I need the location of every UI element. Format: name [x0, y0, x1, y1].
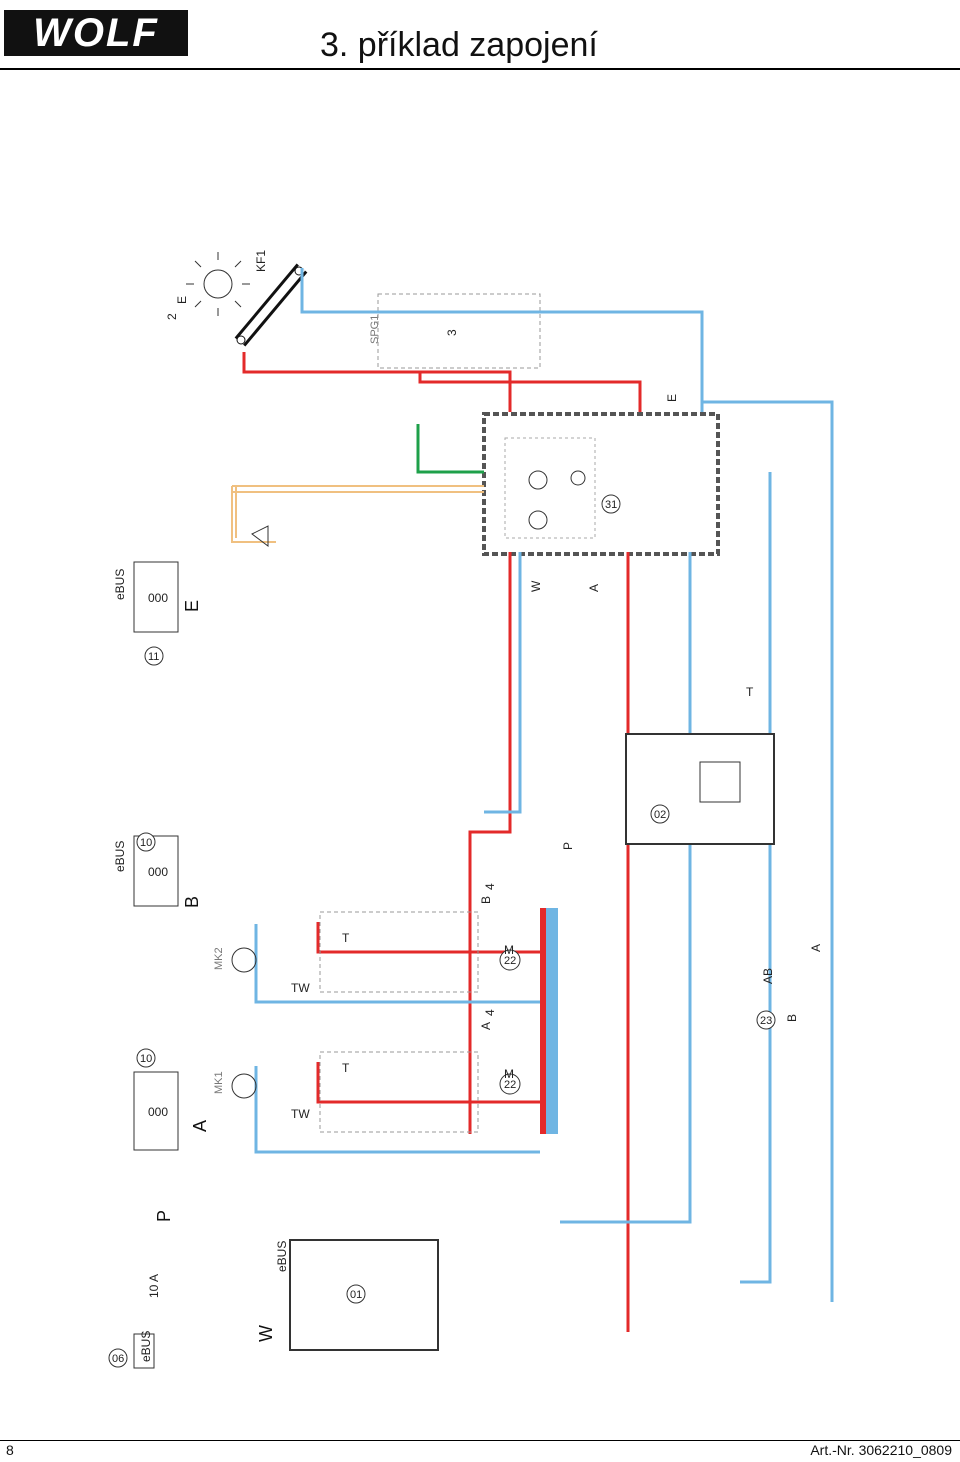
solar-wire-count: 3 — [445, 329, 459, 336]
signal-w-label: W — [256, 1325, 276, 1342]
footer-divider — [0, 1440, 960, 1441]
mixer-2-t-label: T — [342, 931, 350, 945]
module-10-bottom — [133, 1071, 179, 1151]
module-11-ebus-label: eBUS — [113, 569, 127, 600]
module-11-badge — [144, 646, 164, 666]
mixer-1-wire-count: 4 — [483, 1009, 497, 1016]
switch-valve-a-label: A — [809, 944, 823, 952]
mixer-2-motor-label: M — [504, 943, 514, 957]
fuse-label: 10 A — [147, 1274, 161, 1298]
signal-b-label: B — [182, 896, 202, 908]
boiler-badge — [650, 804, 670, 824]
main-red-pipes — [316, 552, 630, 1332]
mixer-1-t-label: T — [342, 1061, 350, 1075]
signal-a-label: A — [190, 1120, 210, 1132]
module-06 — [133, 1333, 155, 1369]
logo-text: WOLF — [33, 10, 159, 55]
signal-p-label: P — [154, 1210, 174, 1222]
module-10-bottom-badge — [136, 1048, 156, 1068]
header-divider — [0, 68, 960, 70]
heater-badge — [346, 1284, 366, 1304]
module-10-top-display: 000 — [148, 865, 168, 879]
solar-station-label: SPG1 — [369, 315, 381, 344]
solar-return-pipes — [300, 268, 834, 1302]
switch-valve-number: 23 — [760, 1015, 772, 1027]
module-11-number: 11 — [148, 651, 159, 663]
collector-e-label: E — [175, 296, 189, 304]
page-title: 3. příklad zapojení — [320, 26, 598, 64]
main-blue-pipes — [254, 472, 772, 1284]
module-10-top-number: 10 — [140, 837, 152, 849]
storage-number: 31 — [605, 499, 617, 511]
boiler-panel — [699, 761, 741, 803]
mixer-1-label: MK1 — [213, 1071, 225, 1094]
mixer-2-tw-label: TW — [291, 981, 310, 995]
module-11-display: 000 — [148, 591, 168, 605]
mixer-1-motor-label: M — [504, 1067, 514, 1081]
storage-e-label: E — [665, 394, 679, 402]
solar-collector — [234, 263, 308, 347]
collector-label: KF1 — [254, 250, 268, 272]
module-06-ebus-label: eBUS — [139, 1331, 153, 1362]
switch-valve-ab-label: AB — [761, 968, 775, 984]
switch-valve-badge — [756, 1010, 776, 1030]
heater-ebus-label: eBUS — [275, 1241, 289, 1272]
mixing-valve-2-number: 22 — [504, 955, 516, 967]
boiler-p-label: P — [561, 842, 575, 850]
mixer-2-wire-count: 4 — [483, 883, 497, 890]
green-pipe — [416, 424, 484, 474]
storage-w-label: W — [529, 580, 543, 592]
page-number: 8 — [6, 1442, 14, 1458]
orange-pipes — [231, 485, 484, 543]
page-header: WOLF 3. příklad zapojení — [0, 0, 960, 72]
mixing-valve-1-number: 22 — [504, 1079, 516, 1091]
heater-number: 01 — [350, 1289, 362, 1301]
mixer-1-pump — [231, 1073, 257, 1099]
module-10-ebus-label: eBUS — [113, 841, 127, 872]
module-06-number: 06 — [112, 1353, 124, 1365]
mixing-valve-1-badge — [499, 1073, 521, 1095]
module-06-badge — [108, 1348, 128, 1368]
storage-tank — [482, 412, 720, 556]
solar-station-box — [377, 293, 541, 369]
wiring-diagram: KF1 SPG1 31 — [108, 250, 834, 1369]
module-10-top-badge — [136, 832, 156, 852]
wolf-logo: WOLF — [4, 10, 188, 56]
mixing-valve-2-badge — [499, 949, 521, 971]
mixer-1-a-label: A — [479, 1022, 493, 1030]
collector-wire-count: 2 — [165, 313, 179, 320]
return-t-label: T — [746, 685, 754, 699]
mixer-circuit-2-box — [319, 911, 479, 993]
storage-badge — [601, 494, 621, 514]
mixer-1-tw-label: TW — [291, 1107, 310, 1121]
switch-valve-b-label: B — [785, 1014, 799, 1022]
lamp-icon — [251, 525, 269, 547]
storage-a-label: A — [587, 584, 601, 592]
sun-icon — [186, 252, 250, 316]
boiler — [625, 733, 775, 845]
manifold-return — [546, 908, 558, 1134]
signal-e-label: E — [182, 600, 202, 612]
mixer-2-label: MK2 — [213, 947, 225, 970]
mixer-circuit-1-box — [319, 1051, 479, 1133]
module-10-bottom-number: 10 — [140, 1053, 152, 1065]
mixer-2-pump — [231, 947, 257, 973]
module-11 — [133, 561, 179, 633]
module-10-bottom-display: 000 — [148, 1105, 168, 1119]
article-number: Art.-Nr. 3062210_0809 — [810, 1442, 952, 1458]
boiler-number: 02 — [654, 809, 666, 821]
mixer-2-b-label: B — [479, 896, 493, 904]
